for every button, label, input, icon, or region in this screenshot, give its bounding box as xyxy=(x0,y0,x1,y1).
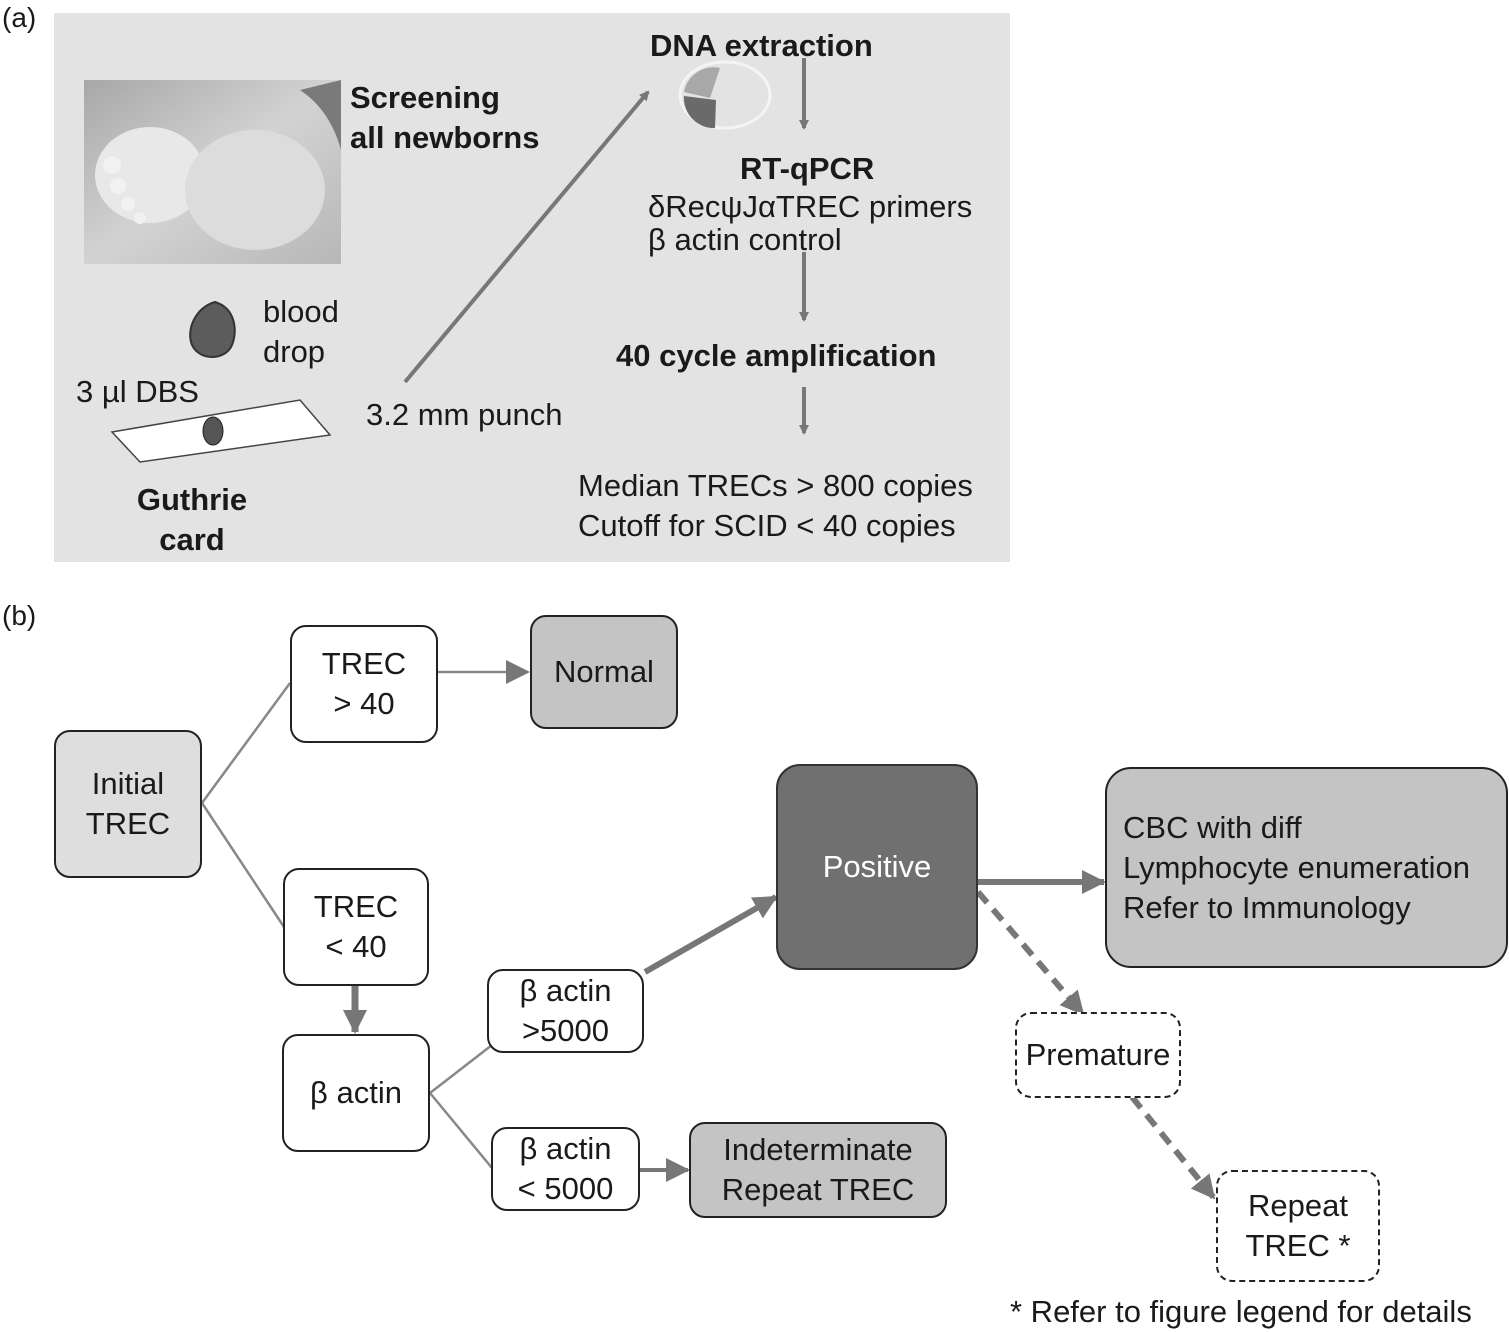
blood-drop-icon xyxy=(189,300,236,358)
trec-gt-40-box: TREC > 40 xyxy=(290,625,438,743)
guthrie-card-label: Guthrie card xyxy=(136,482,248,557)
actin-lt-5000-box: β actin < 5000 xyxy=(491,1127,640,1211)
indeterminate-box: Indeterminate Repeat TREC xyxy=(689,1122,947,1218)
baby-feet-photo xyxy=(84,80,341,264)
beta-actin-box: β actin xyxy=(282,1034,430,1152)
primers-text: δRecψJαTREC primers xyxy=(648,189,973,224)
premature-box: Premature xyxy=(1015,1012,1181,1098)
dna-extraction-label: DNA extraction xyxy=(650,28,873,63)
dbs-label: 3 µl DBS xyxy=(76,374,199,409)
punch-label: 3.2 mm punch xyxy=(366,397,563,432)
panel-b-label: (b) xyxy=(2,600,37,631)
blood-drop-label: blood drop xyxy=(263,294,339,369)
panel-a-label: (a) xyxy=(2,2,37,33)
cutoff-text: Cutoff for SCID < 40 copies xyxy=(578,508,956,543)
blood-spot-icon xyxy=(202,416,224,446)
initial-trec-box: Initial TREC xyxy=(54,730,202,878)
repeat-trec-box: Repeat TREC * xyxy=(1216,1170,1380,1282)
median-trecs-text: Median TRECs > 800 copies xyxy=(578,468,973,503)
trec-lt-40-box: TREC < 40 xyxy=(283,868,429,986)
footnote-text: * Refer to figure legend for details xyxy=(1010,1294,1472,1329)
followup-box: CBC with diff Lymphocyte enumeration Ref… xyxy=(1105,767,1508,968)
amplification-label: 40 cycle amplification xyxy=(616,338,937,373)
dna-tube-icon xyxy=(678,60,772,130)
rtqpcr-title: RT-qPCR xyxy=(740,151,875,186)
screening-text: Screening all newborns xyxy=(350,80,540,155)
normal-box: Normal xyxy=(530,615,678,729)
actin-gt-5000-box: β actin >5000 xyxy=(487,969,644,1053)
positive-box: Positive xyxy=(776,764,978,970)
actin-control-text: β actin control xyxy=(648,222,842,257)
